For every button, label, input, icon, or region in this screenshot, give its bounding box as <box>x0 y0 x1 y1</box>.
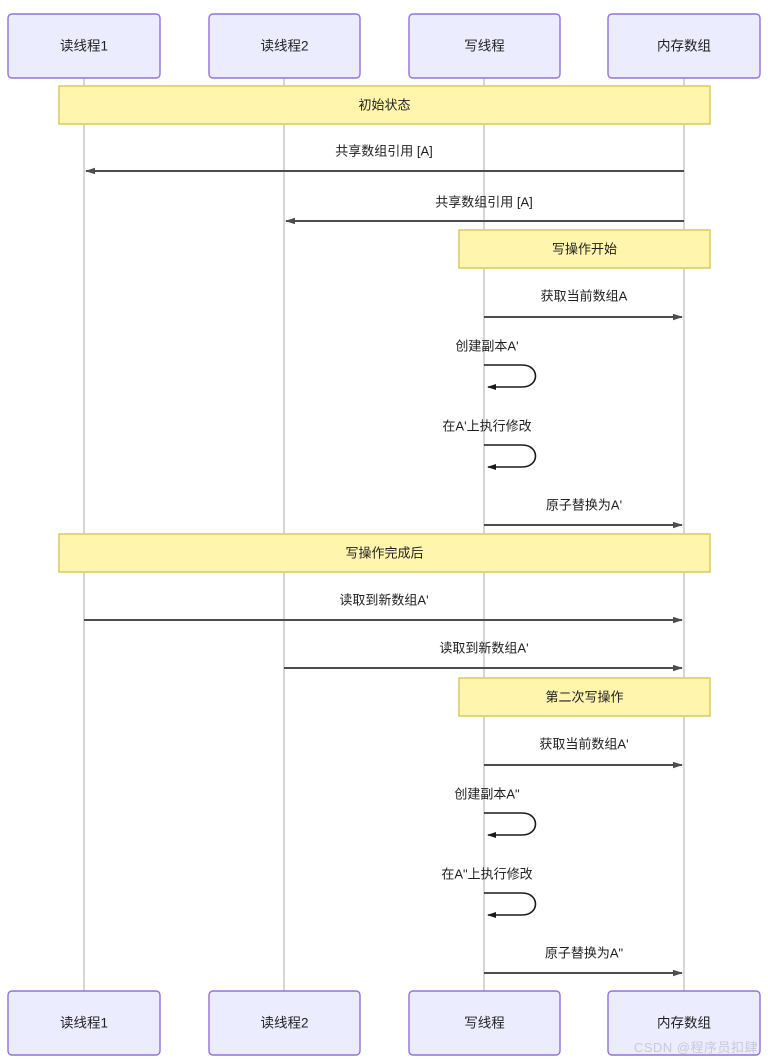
note-label: 第二次写操作 <box>545 689 623 704</box>
self-message-loop <box>484 812 537 838</box>
actor-box <box>607 990 761 1056</box>
note-label: 写操作开始 <box>552 241 617 256</box>
watermark-label: CSDN @程序员扣肆 <box>633 1040 758 1055</box>
actor-label: 读线程2 <box>260 1016 308 1031</box>
messages-layer: 共享数组引用 [A] 共享数组引用 [A] 获取当前数组A 创建副本A' 在A'上执行修… <box>84 143 684 977</box>
note-box <box>58 85 711 125</box>
msg-5: 在A'上执行修改 <box>442 418 537 470</box>
note-box <box>458 229 711 269</box>
msg-2: 共享数组引用 [A] <box>285 194 684 225</box>
actor-writer-bottom[interactable]: 写线程 <box>408 990 561 1056</box>
message-label: 获取当前数组A <box>541 288 628 303</box>
actor-label: 读线程1 <box>60 1016 108 1031</box>
note-label: 初始状态 <box>358 97 410 112</box>
message-label: 共享数组引用 [A] <box>435 194 533 209</box>
actor-reader1-bottom[interactable]: 读线程1 <box>7 990 161 1056</box>
actor-label: 写线程 <box>464 1016 505 1031</box>
actor-memory-top[interactable]: 内存数组 <box>607 13 761 79</box>
actor-reader2-bottom[interactable]: 读线程2 <box>208 990 361 1056</box>
msg-3: 获取当前数组A <box>484 288 683 321</box>
self-message-loop <box>484 444 537 470</box>
actor-memory-bottom[interactable]: 内存数组 <box>607 990 761 1056</box>
message-label: 创建副本A" <box>454 786 520 801</box>
msg-8: 读取到新数组A' <box>284 640 683 672</box>
msg-7: 读取到新数组A' <box>84 592 683 624</box>
message-label: 在A'上执行修改 <box>442 418 531 433</box>
message-label: 在A"上执行修改 <box>441 866 532 881</box>
note-write-done: 写操作完成后 <box>58 533 711 573</box>
actor-box <box>7 990 161 1056</box>
message-label: 共享数组引用 [A] <box>335 143 433 158</box>
actor-reader1-top[interactable]: 读线程1 <box>7 13 161 79</box>
actor-box <box>7 13 161 79</box>
actor-box <box>408 990 561 1056</box>
note-box <box>458 677 711 717</box>
actor-label: 读线程1 <box>60 39 108 54</box>
actor-reader2-top[interactable]: 读线程2 <box>208 13 361 79</box>
message-label: 原子替换为A" <box>545 945 624 960</box>
actor-box <box>607 13 761 79</box>
actor-box <box>208 13 361 79</box>
message-label: 获取当前数组A' <box>539 736 628 751</box>
note-initial-state: 初始状态 <box>58 85 711 125</box>
msg-12: 原子替换为A" <box>484 945 683 977</box>
msg-6: 原子替换为A' <box>484 497 683 529</box>
actor-label: 内存数组 <box>657 39 711 54</box>
message-label: 读取到新数组A' <box>339 592 428 607</box>
msg-1: 共享数组引用 [A] <box>85 143 684 175</box>
actor-box <box>208 990 361 1056</box>
actor-label: 读线程2 <box>260 39 308 54</box>
note-box <box>58 533 711 573</box>
actor-label: 内存数组 <box>657 1016 711 1031</box>
note-label: 写操作完成后 <box>345 545 423 560</box>
message-label: 原子替换为A' <box>546 497 622 512</box>
message-label: 读取到新数组A' <box>439 640 528 655</box>
self-message-loop <box>484 364 537 390</box>
message-label: 创建副本A' <box>455 338 518 353</box>
msg-11: 在A"上执行修改 <box>441 866 537 918</box>
actor-box <box>408 13 561 79</box>
note-write-start: 写操作开始 <box>458 229 711 269</box>
msg-10: 创建副本A" <box>454 786 537 838</box>
actor-writer-top[interactable]: 写线程 <box>408 13 561 79</box>
note-second-write: 第二次写操作 <box>458 677 711 717</box>
msg-9: 获取当前数组A' <box>484 736 683 769</box>
msg-4: 创建副本A' <box>455 338 537 390</box>
self-message-loop <box>484 892 537 918</box>
actor-label: 写线程 <box>464 39 505 54</box>
